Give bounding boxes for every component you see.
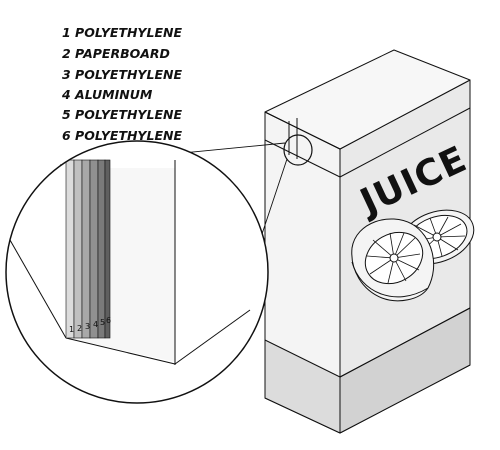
magnifier-detail: 1 2 3 4 5 6: [5, 140, 269, 404]
layer-number-labels: 1 2 3 4 5 6: [69, 316, 111, 334]
juice-carton: [264, 49, 471, 434]
layer-2-rect: [73, 159, 83, 339]
magnifier-focus-circle: [283, 134, 313, 166]
magnifier-large-circle-border: [5, 140, 269, 404]
detail-carton-inner-face: [68, 168, 175, 362]
legend-item-3: 3 POLYETHYLENE: [62, 67, 182, 82]
layer-number-4: 4: [93, 320, 98, 329]
layer-3-rect: [81, 159, 91, 339]
detail-carton-right-bottom: [174, 309, 251, 365]
legend-item-2: 2 PAPERBOARD: [62, 46, 170, 61]
layer-4-rect: [89, 159, 99, 339]
detail-corner-line-left: [9, 239, 67, 339]
legend-item-5: 5 POLYETHYLENE: [62, 107, 182, 122]
layer-legend: 1 POLYETHYLENE 2 PAPERBOARD 3 POLYETHYLE…: [61, 25, 182, 143]
layer-number-5: 5: [100, 318, 105, 327]
layer-6-rect: [104, 159, 111, 339]
carton-top-seam: [264, 111, 341, 150]
layer-1-rect: [65, 159, 75, 339]
carton-front-seam: [264, 139, 341, 178]
carton-side-seam: [339, 107, 471, 178]
layer-number-3: 3: [85, 322, 90, 331]
layer-5-rect: [97, 159, 106, 339]
legend-item-4: 4 ALUMINUM: [61, 87, 153, 102]
orange-illustration: [351, 209, 475, 302]
layer-number-6: 6: [106, 316, 111, 325]
detail-carton-bottom: [65, 337, 176, 365]
layer-number-1: 1: [69, 325, 74, 334]
carton-band-top-line: [339, 307, 471, 378]
legend-item-6: 6 POLYETHYLENE: [62, 128, 182, 143]
legend-item-1: 1 POLYETHYLENE: [62, 25, 182, 40]
layer-number-2: 2: [77, 324, 82, 333]
layer-stack: [65, 159, 111, 339]
